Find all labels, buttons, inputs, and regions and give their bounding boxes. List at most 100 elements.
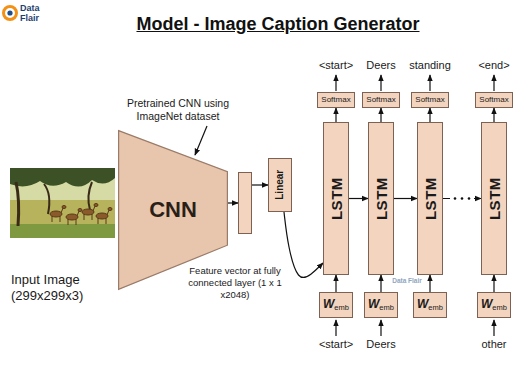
input-image-text: Input Image (299x299x3): [11, 272, 106, 304]
linear-layer-text: Linear: [274, 170, 286, 200]
arrow-connector: [493, 275, 494, 292]
logo-ring: [4, 7, 17, 20]
arrow-connector: [380, 275, 381, 292]
output-word: Deers: [349, 59, 413, 72]
deer-head: [94, 204, 98, 207]
arrow-connector: [380, 108, 381, 122]
deer-head: [62, 206, 66, 209]
input-word-wrap: <start>: [304, 338, 368, 351]
softmax-box: Softmax: [362, 92, 400, 108]
lstm-cell-text: LSTM: [372, 177, 389, 220]
input-arrow: [335, 320, 336, 336]
lstm-cell-text: LSTM: [485, 177, 502, 220]
logo-text: Data: [20, 3, 60, 14]
arrow-connector: [349, 198, 368, 199]
softmax-box-text: Softmax: [366, 95, 395, 104]
input-word-wrap: other: [462, 338, 518, 351]
output-arrow: [429, 75, 430, 91]
ellipsis-dot: [454, 197, 457, 200]
softmax-box-text: Softmax: [479, 95, 508, 104]
watermark: Data Flair: [386, 277, 428, 285]
arrow-connector: [443, 198, 481, 199]
softmax-box: Softmax: [475, 92, 513, 108]
input-photo: [10, 168, 115, 238]
callout-text-wrap: Pretrained CNN using ImageNet dataset: [119, 97, 237, 122]
input-arrow: [380, 320, 381, 336]
weight-subscript: emb: [379, 304, 394, 313]
input-word: <start>: [304, 338, 368, 351]
input-arrows: [336, 320, 494, 336]
weight-subscript: emb: [428, 304, 443, 313]
lstm-cell: LSTM: [481, 122, 507, 275]
photo-deer: [50, 204, 112, 226]
output-word: <end>: [462, 59, 518, 72]
lstm-cell: LSTM: [368, 122, 394, 275]
arrow-connector: [335, 108, 336, 122]
linear-layer: Linear: [268, 158, 292, 212]
softmax-box: Softmax: [317, 92, 355, 108]
embedding-box: Wemb: [364, 292, 398, 318]
output-word-wrap: <end>: [462, 59, 518, 72]
softmax-box-text: Softmax: [321, 95, 350, 104]
logo-text: Flair: [20, 13, 60, 24]
photo-grass: [10, 224, 115, 238]
photo-canopy: [10, 168, 115, 187]
feature-vector-text: Feature vector at fully connected layer …: [185, 265, 285, 301]
logo-text-wrap: Flair: [20, 13, 60, 24]
weight-symbol: W: [368, 298, 379, 312]
deer-legs: [84, 206, 95, 220]
weight-subscript: emb: [492, 304, 507, 313]
deer-head: [78, 209, 82, 212]
photo-field: [10, 200, 115, 224]
deer-legs: [98, 210, 109, 224]
arrow-connector: [429, 275, 430, 292]
output-arrow: [493, 75, 494, 91]
photo-branch: [44, 184, 49, 214]
embedding-box: Wemb: [413, 292, 447, 318]
photo-ground: [10, 168, 115, 238]
embedding-box: Wemb: [319, 292, 353, 318]
deer-legs: [52, 208, 63, 222]
arrow-connector: [335, 275, 336, 292]
softmax-box-text: Softmax: [415, 95, 444, 104]
cnn-block-text: CNN: [149, 197, 197, 222]
watermark-wrap: Data Flair: [386, 277, 428, 285]
output-word-wrap: standing: [398, 59, 462, 72]
ellipsis-dot: [468, 197, 471, 200]
leader-arrow: [195, 126, 207, 155]
input-image: Input Image (299x299x3): [10, 168, 115, 238]
weight-symbol: W: [417, 298, 428, 312]
output-arrow: [380, 75, 381, 91]
arrow-connector: [429, 108, 430, 122]
arrow-connector: [493, 108, 494, 122]
ellipsis-dot: [461, 197, 464, 200]
weight-symbol: W: [323, 298, 334, 312]
logo-text-wrap: Data: [20, 3, 60, 14]
weight-symbol: W: [481, 298, 492, 312]
input-word-wrap: Deers: [349, 338, 413, 351]
arrow-connector: [228, 202, 238, 203]
output-word: <start>: [304, 59, 368, 72]
deer-head: [108, 208, 112, 211]
arrow-connector: [284, 212, 323, 278]
lstm-cell-text: LSTM: [421, 177, 438, 220]
arrow-connector: [394, 198, 417, 199]
deer-legs: [68, 211, 79, 225]
lstm-cell-text: LSTM: [327, 177, 344, 220]
title-wrap: Model - Image Caption Generator: [40, 14, 516, 35]
lstm-cell: LSTM: [323, 122, 349, 275]
output-arrow: [335, 75, 336, 91]
feature-vector: Feature vector at fully connected layer …: [238, 172, 252, 234]
output-arrows: [336, 75, 494, 91]
arrow-connector: [252, 184, 268, 185]
input-arrow: [493, 320, 494, 336]
input-word: Deers: [349, 338, 413, 351]
photo-branch: [88, 182, 92, 210]
input-word: other: [462, 338, 518, 351]
output-word-wrap: <start>: [304, 59, 368, 72]
photo-trunk: [16, 182, 19, 226]
softmax-box: Softmax: [411, 92, 449, 108]
